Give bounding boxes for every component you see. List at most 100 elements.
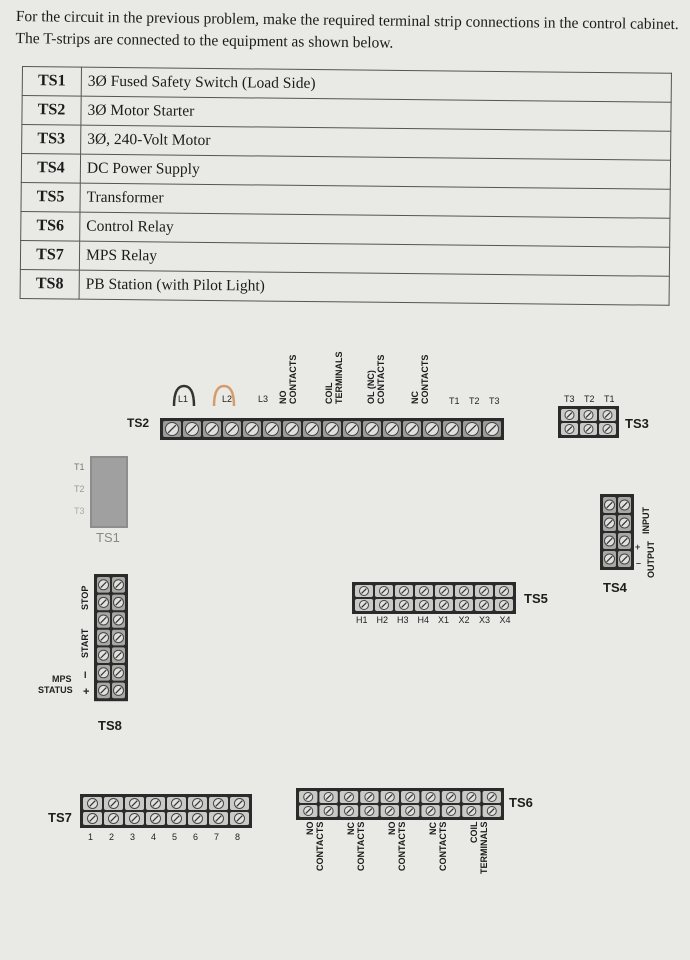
screw-slot [585, 412, 592, 418]
screw-slot [461, 602, 467, 608]
ts4-minus: – [636, 558, 642, 568]
ts4-label: TS4 [603, 580, 627, 595]
ts7-label: TS7 [48, 810, 72, 825]
screw-slot [501, 588, 507, 594]
screw-slot [441, 588, 447, 594]
screw-slot [115, 634, 122, 641]
screw-slot [115, 616, 122, 624]
ts2-t1: T1 [449, 396, 460, 406]
screw-slot [152, 815, 159, 822]
screw-slot [604, 412, 611, 418]
ts3-label: TS3 [625, 416, 649, 431]
ts4-strip [600, 494, 634, 570]
ts5-term-label: H4 [417, 615, 430, 625]
ts1-strip [90, 456, 128, 528]
ts8-mps: MPS [52, 674, 72, 684]
ts1-t1: T1 [74, 462, 85, 472]
screw-slot [346, 808, 352, 814]
ts2-l3: L3 [258, 394, 269, 404]
ts2-t3: T3 [489, 396, 500, 406]
ts7-term-number: 1 [88, 832, 94, 842]
ts5-term-label: X1 [438, 615, 450, 625]
ts3-t2: T2 [584, 394, 595, 404]
ts4-plus: + [635, 542, 641, 552]
screw-slot [227, 424, 237, 434]
ts5-label: TS5 [524, 591, 548, 606]
screw-slot [115, 581, 122, 589]
screw-slot [305, 794, 312, 800]
screw-slot [481, 588, 487, 594]
screw-slot [381, 588, 387, 594]
screw-slot [427, 808, 434, 814]
ts2-strip [160, 418, 504, 440]
ts1-t3: T3 [74, 506, 85, 516]
ts8-minus: I [84, 670, 87, 680]
ts5-term-label: X2 [458, 615, 470, 625]
screw-slot [468, 794, 475, 800]
ts6-label: TS6 [509, 795, 533, 810]
ts5-strip [352, 582, 516, 614]
ts7-strip [80, 794, 252, 828]
ts8-label: TS8 [98, 718, 122, 733]
ts6-strip [296, 788, 504, 820]
ts8-strip [94, 574, 128, 702]
screw-slot [305, 808, 312, 814]
screw-slot [89, 815, 96, 822]
screw-slot [100, 599, 107, 606]
screw-slot [448, 808, 454, 814]
ts7-term-number: 7 [214, 832, 220, 842]
screw-slot [307, 424, 317, 434]
screw-slot [488, 808, 495, 814]
screw-slot [115, 651, 122, 659]
ts2-jumper-loops [172, 384, 236, 407]
screw-slot [566, 426, 573, 432]
screw-slot [327, 424, 337, 434]
screw-slot [621, 519, 628, 527]
ts8-start: START [80, 628, 90, 658]
screw-slot [367, 424, 377, 434]
ts8-stop: STOP [80, 585, 90, 610]
screw-slot [606, 501, 613, 509]
screw-slot [100, 581, 107, 589]
ts-code: TS1 [22, 66, 82, 97]
ts2-label: TS2 [127, 416, 150, 430]
screw-slot [441, 602, 447, 608]
screw-slot [621, 555, 628, 563]
screw-slot [115, 599, 122, 606]
screw-slot [447, 424, 457, 434]
screw-slot [110, 815, 117, 822]
intro-text: For the circuit in the previous problem,… [15, 7, 679, 52]
screw-slot [267, 424, 277, 434]
screw-slot [115, 669, 122, 677]
screw-slot [421, 602, 427, 608]
ts7-term-number: 8 [235, 832, 241, 842]
screw-slot [387, 424, 397, 434]
ts2-ol-contacts: OL (NC)CONTACTS [366, 354, 386, 404]
ts5-term-label: H1 [356, 615, 368, 625]
ts4-output: OUTPUT [646, 541, 656, 578]
screw-slot [501, 602, 507, 608]
screw-slot [361, 602, 367, 608]
ts5-term-label: X3 [479, 615, 491, 625]
ts4-input: INPUT [641, 507, 651, 534]
ts7-term-number: 5 [172, 832, 178, 842]
screw-slot [366, 808, 373, 814]
screw-slot [89, 800, 96, 807]
screw-slot [173, 815, 180, 822]
screw-slot [427, 794, 434, 800]
screw-slot [131, 800, 138, 807]
ts-code: TS5 [20, 182, 81, 213]
ts2-l1: L1 [178, 394, 189, 404]
screw-slot [621, 501, 628, 509]
ts-code: TS3 [21, 124, 81, 155]
screw-slot [215, 800, 222, 807]
screw-slot [207, 424, 217, 434]
screw-slot [381, 602, 387, 608]
screw-slot [194, 800, 201, 807]
screw-slot [407, 424, 417, 434]
